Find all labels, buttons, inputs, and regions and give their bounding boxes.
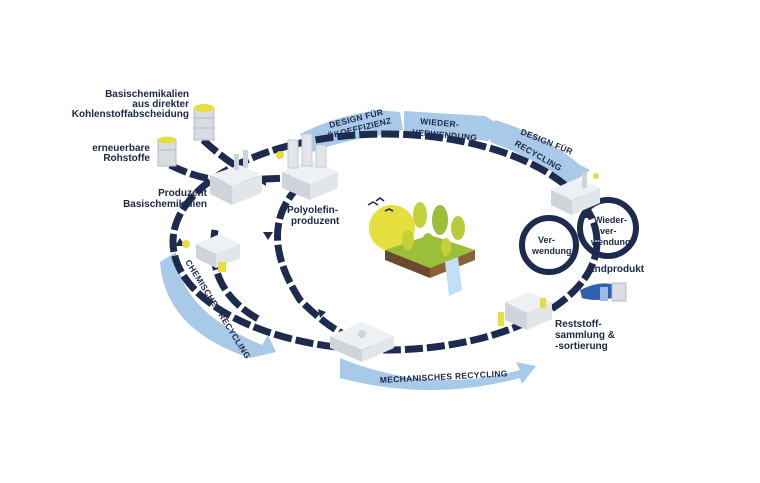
rohstoffe-line1: erneuerbare <box>92 143 150 154</box>
basischemikalien-line1: Basischemikalien <box>105 89 189 100</box>
loop-wieder-line3: wendung <box>590 237 631 247</box>
basischemikalien-line2: aus direkter <box>132 99 189 110</box>
reuse-infinity-loops <box>519 197 639 275</box>
label-endprodukt: Endprodukt <box>588 264 645 275</box>
basischemikalien-line3: Kohlenstoffabscheidung <box>72 109 189 120</box>
loop-wieder-line2: ver- <box>600 226 617 236</box>
verwendung-loop <box>519 215 579 275</box>
polyolefin-line1: Polyolefin- <box>287 205 338 216</box>
loop-verwendung-line2: wendung <box>531 246 572 256</box>
mechanical-recycling-plant-icon <box>330 322 394 362</box>
label-produzent: Produzent Basischemikalien <box>123 188 208 210</box>
label-reststoff: Reststoff- sammlung & -sortierung <box>555 319 615 352</box>
reststoff-line3: -sortierung <box>555 341 608 352</box>
wiederverwendung-loop <box>577 197 639 259</box>
polyolefin-line2: produzent <box>291 216 340 227</box>
loop-wieder-line1: Wieder- <box>594 215 627 225</box>
loop-verwendung-line1: Ver- <box>538 235 555 245</box>
rohstoffe-line2: Rohstoffe <box>103 153 150 164</box>
label-erneuerbare-rohstoffe: erneuerbare Rohstoffe <box>92 143 150 164</box>
manufacturing-plant-icon <box>551 172 600 215</box>
produzent-line1: Produzent <box>158 188 208 199</box>
reststoff-line1: Reststoff- <box>555 319 602 330</box>
band-wieder-line1: WIEDER- <box>420 116 460 129</box>
reststoff-line2: sammlung & <box>555 330 615 341</box>
end-product-icon <box>580 282 627 302</box>
arrow-3 <box>318 309 326 318</box>
produzent-line2: Basischemikalien <box>123 199 207 210</box>
label-basischemikalien: Basischemikalien aus direkter Kohlenstof… <box>72 89 189 120</box>
sorting-facility-icon <box>498 292 552 330</box>
co2-capture-icon <box>193 104 215 141</box>
label-polyolefin: Polyolefin- produzent <box>287 205 340 227</box>
band-design-oekoeffizienz: DESIGN FÜR ÖKOEFFIZIENZ <box>300 107 403 152</box>
arrow-2 <box>263 232 273 240</box>
band-mechanisches-recycling: MECHANISCHES RECYCLING <box>340 358 536 390</box>
polyolefin-plant-icon <box>276 133 338 200</box>
chemical-recycling-plant-icon <box>182 234 240 272</box>
nature-island-icon <box>367 197 475 296</box>
chemical-plant-icon <box>210 150 262 205</box>
renewable-barrel-icon <box>157 136 177 167</box>
co2-feed-line <box>200 137 242 172</box>
